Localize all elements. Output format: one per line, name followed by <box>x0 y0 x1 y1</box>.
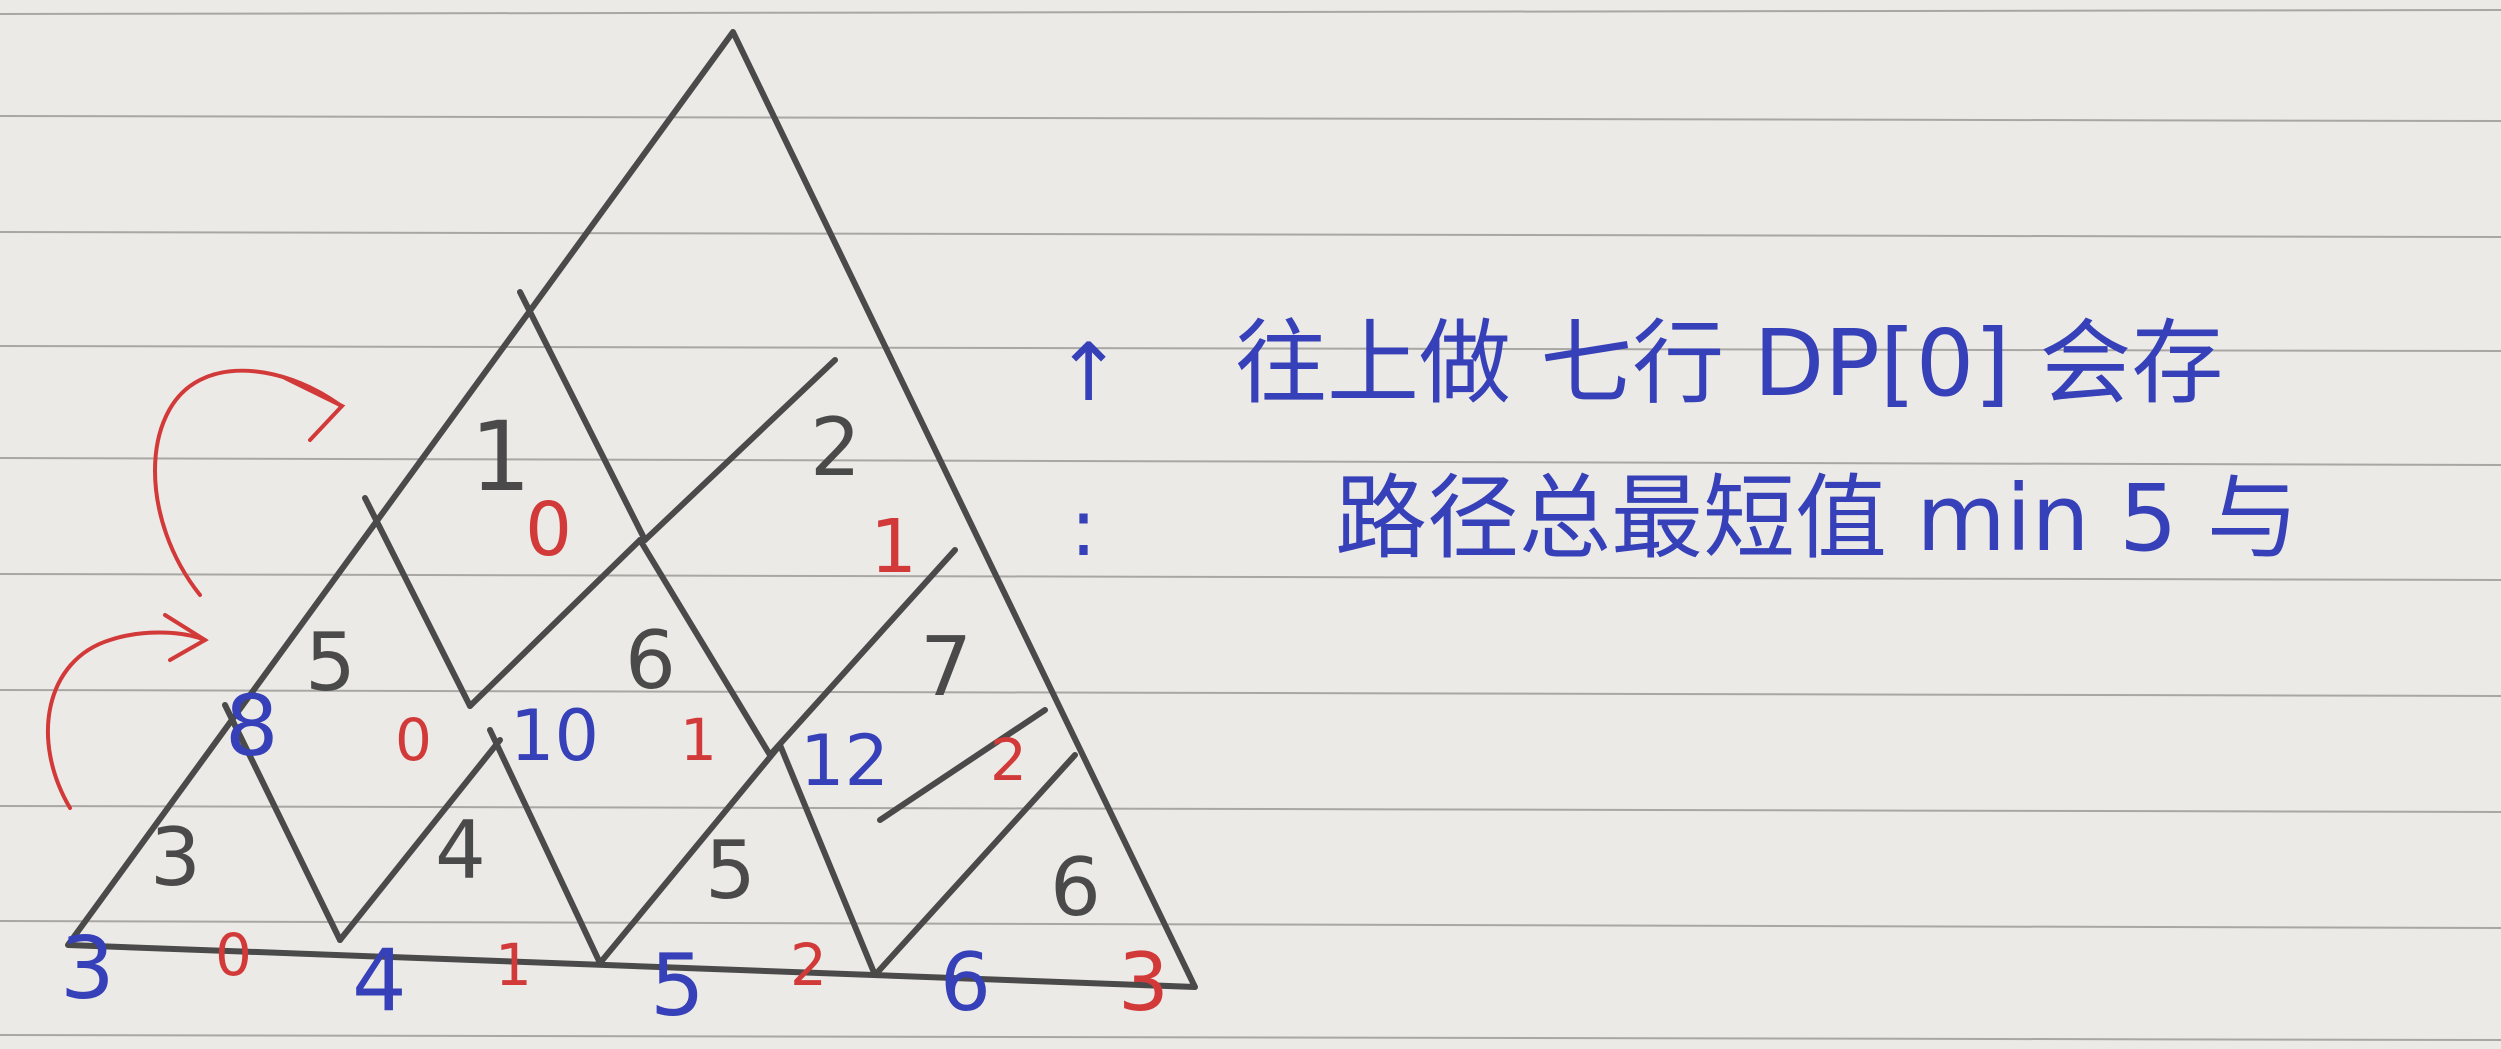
grid-triangle-diagram <box>65 29 1198 990</box>
grid-line <box>777 742 878 978</box>
cell-weight: 1 <box>680 706 717 774</box>
grid-line <box>487 727 603 966</box>
note-line-1: 往上做 七行 DP[0] 会存 <box>1235 310 2223 417</box>
dp-value: 8 <box>225 677 278 775</box>
cell-label: 2 <box>810 401 861 494</box>
grid-line <box>517 289 648 543</box>
grid-line <box>877 707 1048 823</box>
dp-value: 12 <box>800 720 889 802</box>
cell-weight: 3 <box>1118 936 1169 1029</box>
cell-label: 5 <box>305 616 356 709</box>
grid-line <box>597 742 783 966</box>
grid-line <box>362 495 473 709</box>
curved-arrow-lower <box>45 630 207 810</box>
dp-value: 6 <box>940 936 991 1029</box>
grid-line <box>872 752 1078 978</box>
grid-line <box>637 537 773 758</box>
grid-line <box>767 547 958 758</box>
red-arrows <box>45 368 346 810</box>
grid-line <box>337 737 503 943</box>
cell-weight: 2 <box>790 931 827 999</box>
cell-weight: 0 <box>525 487 572 573</box>
dp-value: 4 <box>352 931 407 1031</box>
cell-label: 6 <box>625 614 676 707</box>
dp-value: 10 <box>510 695 599 777</box>
note-line-2: 路径总最短值 min 5 与 <box>1335 465 2299 572</box>
cell-label: 3 <box>150 811 201 904</box>
blue-dp-values: 8 10 12 3 4 5 6 <box>60 677 991 1036</box>
cell-weight: 1 <box>870 504 917 590</box>
cell-label: 6 <box>1050 841 1101 934</box>
cell-label: 4 <box>435 804 486 897</box>
cell-label: 5 <box>705 824 756 917</box>
grid-line <box>222 702 343 943</box>
cell-weight: 0 <box>215 921 252 989</box>
dp-value: 5 <box>650 936 705 1036</box>
cell-label: 7 <box>920 620 972 715</box>
cell-label: 1 <box>470 401 531 513</box>
cell-weight: 2 <box>990 726 1027 794</box>
curved-arrow-upper-head <box>283 376 346 442</box>
grid-line <box>467 537 643 709</box>
ruled-lines <box>0 9 2501 1041</box>
cell-weight: 1 <box>495 931 532 999</box>
cell-weight: 0 <box>395 706 432 774</box>
up-arrow-icon: ↑ <box>1055 326 1122 419</box>
red-weights: 0 1 0 1 2 0 1 2 3 <box>215 487 1169 1029</box>
pencil-labels: 1 2 5 6 7 3 4 5 6 <box>150 401 1101 934</box>
curved-arrow-lower-head <box>163 613 209 662</box>
grid-line <box>642 357 838 543</box>
dp-value: 3 <box>60 919 115 1019</box>
handwritten-note: ↑ : 往上做 七行 DP[0] 会存 路径总最短值 min 5 与 <box>1055 310 2299 574</box>
vertical-ellipsis: : <box>1070 481 1097 574</box>
triangle-outline <box>65 29 1198 990</box>
